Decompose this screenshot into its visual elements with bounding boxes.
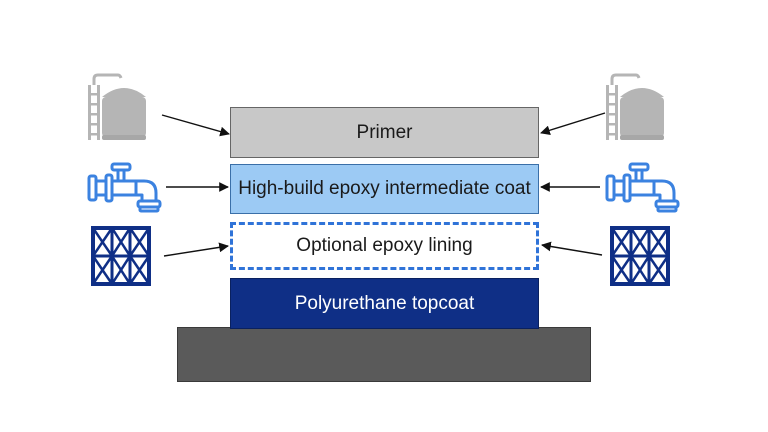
layer-primer: Primer: [230, 107, 539, 158]
storage-tank-icon: [604, 73, 666, 142]
layer-optional-lining: Optional epoxy lining: [230, 222, 539, 270]
layer-lining-label: Optional epoxy lining: [296, 235, 473, 256]
arrow-left-primer: [161, 114, 230, 137]
pipe-valve-icon: [605, 162, 680, 213]
steel-structure-icon: [610, 226, 670, 286]
storage-tank-icon: [86, 73, 148, 142]
layer-primer-label: Primer: [356, 121, 413, 143]
arrow-left-lining: [163, 242, 229, 257]
layer-intermediate-label: High-build epoxy intermediate coat: [238, 178, 531, 199]
layer-intermediate-coat: High-build epoxy intermediate coat: [230, 164, 539, 214]
layer-topcoat-label: Polyurethane topcoat: [294, 292, 475, 314]
arrow-right-primer: [540, 112, 606, 136]
pipe-valve-icon: [87, 162, 162, 213]
arrow-right-lining: [541, 241, 603, 256]
steel-structure-icon: [91, 226, 151, 286]
layer-topcoat: Polyurethane topcoat: [230, 278, 539, 329]
